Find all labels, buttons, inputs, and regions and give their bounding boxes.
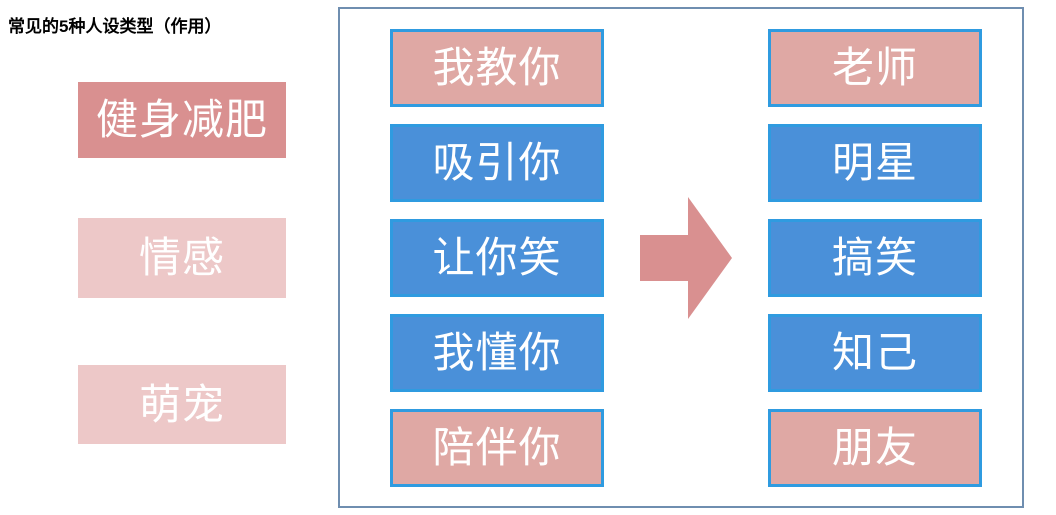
left-category-section: 常见的5种人设类型（作用） 健身减肥 情感 萌宠 <box>0 0 330 515</box>
action-box-label: 让你笑 <box>432 234 562 281</box>
persona-box-comedian[interactable]: 搞笑 <box>768 219 982 297</box>
category-box-emotion[interactable]: 情感 <box>78 218 286 298</box>
persona-box-label: 知己 <box>831 329 918 376</box>
action-box-label: 我教你 <box>432 44 562 91</box>
persona-box-label: 老师 <box>831 44 918 91</box>
action-box-label: 吸引你 <box>432 139 562 186</box>
category-box-fitness[interactable]: 健身减肥 <box>78 82 286 158</box>
category-box-label: 健身减肥 <box>95 96 268 143</box>
category-box-label: 萌宠 <box>138 380 225 428</box>
right-arrow-icon <box>640 197 732 319</box>
persona-box-label: 搞笑 <box>831 234 918 281</box>
page-title: 常见的5种人设类型（作用） <box>8 17 222 36</box>
action-box-understand[interactable]: 我懂你 <box>390 314 604 392</box>
action-box-teach[interactable]: 我教你 <box>390 29 604 107</box>
category-box-label: 情感 <box>138 234 225 281</box>
persona-box-teacher[interactable]: 老师 <box>768 29 982 107</box>
persona-box-confidant[interactable]: 知己 <box>768 314 982 392</box>
persona-box-label: 明星 <box>831 139 918 186</box>
action-box-accompany[interactable]: 陪伴你 <box>390 409 604 487</box>
action-box-attract[interactable]: 吸引你 <box>390 124 604 202</box>
category-box-pets[interactable]: 萌宠 <box>78 365 286 444</box>
persona-box-friend[interactable]: 朋友 <box>768 409 982 487</box>
flow-diagram-panel: 我教你 吸引你 让你笑 我懂你 陪伴你 老师 明星 搞笑 知己 朋友 <box>338 7 1024 508</box>
persona-box-star[interactable]: 明星 <box>768 124 982 202</box>
action-box-label: 陪伴你 <box>432 424 562 471</box>
action-box-amuse[interactable]: 让你笑 <box>390 219 604 297</box>
action-box-label: 我懂你 <box>432 329 562 376</box>
persona-box-label: 朋友 <box>831 424 918 471</box>
